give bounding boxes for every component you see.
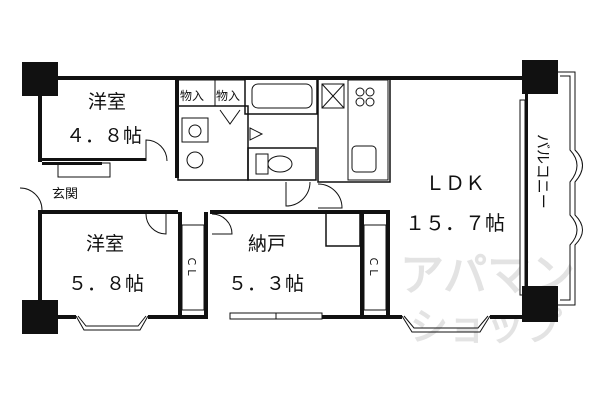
doors — [19, 109, 343, 235]
room-name-storage: 納戸 — [248, 233, 286, 255]
interior-walls — [38, 77, 391, 316]
room-label-western-1: 洋室 ４．８帖 — [66, 91, 142, 147]
room-name-entrance: 玄関 — [52, 187, 78, 202]
room-size-western-2: ５．８帖 — [68, 273, 144, 295]
room-name-ldk: ＬＤＫ — [425, 171, 485, 195]
closet-label-cl-2: ＣＬ — [367, 256, 380, 278]
room-size-ldk: １５．７帖 — [405, 211, 505, 235]
room-size-western-1: ４．８帖 — [66, 125, 142, 147]
closet-label-2: 物入 — [216, 89, 240, 103]
room-label-western-2: 洋室 ５．８帖 — [68, 233, 144, 295]
room-label-storage: 納戸 ５．３帖 — [228, 233, 304, 295]
room-name-balcony: バルコニー — [534, 134, 552, 209]
closet-label-1: 物入 — [180, 89, 204, 103]
balcony-outline — [555, 71, 583, 306]
room-label-ldk: ＬＤＫ １５．７帖 — [405, 171, 505, 235]
room-name-western-2: 洋室 — [86, 233, 124, 255]
pillars — [22, 60, 558, 334]
windows — [75, 312, 491, 333]
closet-label-cl-1: ＣＬ — [185, 256, 198, 278]
room-name-western-1: 洋室 — [88, 91, 126, 113]
room-size-storage: ５．３帖 — [228, 273, 304, 295]
